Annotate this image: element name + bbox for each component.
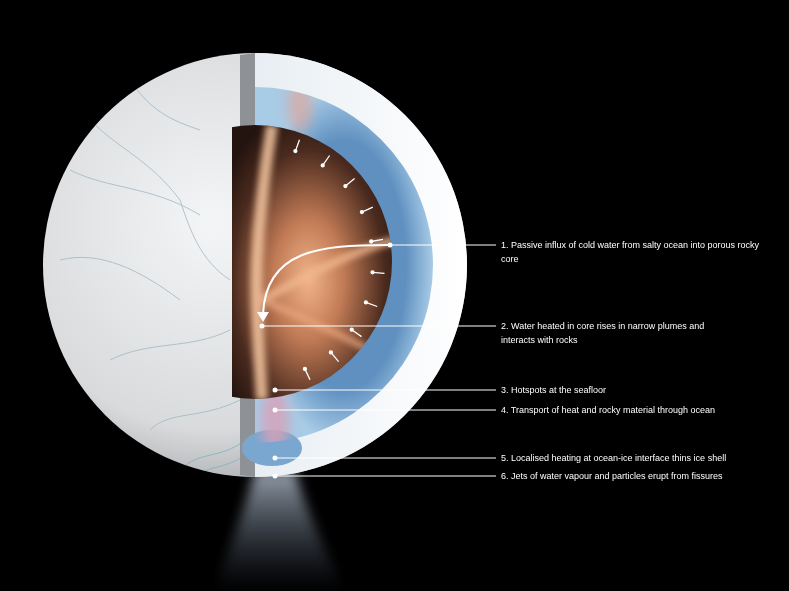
callout-label: 2. Water heated in core rises in narrow … [501,319,723,347]
callout-label: 5. Localised heating at ocean-ice interf… [501,451,785,465]
callout-label: 3. Hotspots at the seafloor [501,383,785,397]
callout-label: 4. Transport of heat and rocky material … [501,403,785,417]
callout-label: 1. Passive influx of cold water from sal… [501,238,763,266]
callout-label: 6. Jets of water vapour and particles er… [501,469,785,483]
